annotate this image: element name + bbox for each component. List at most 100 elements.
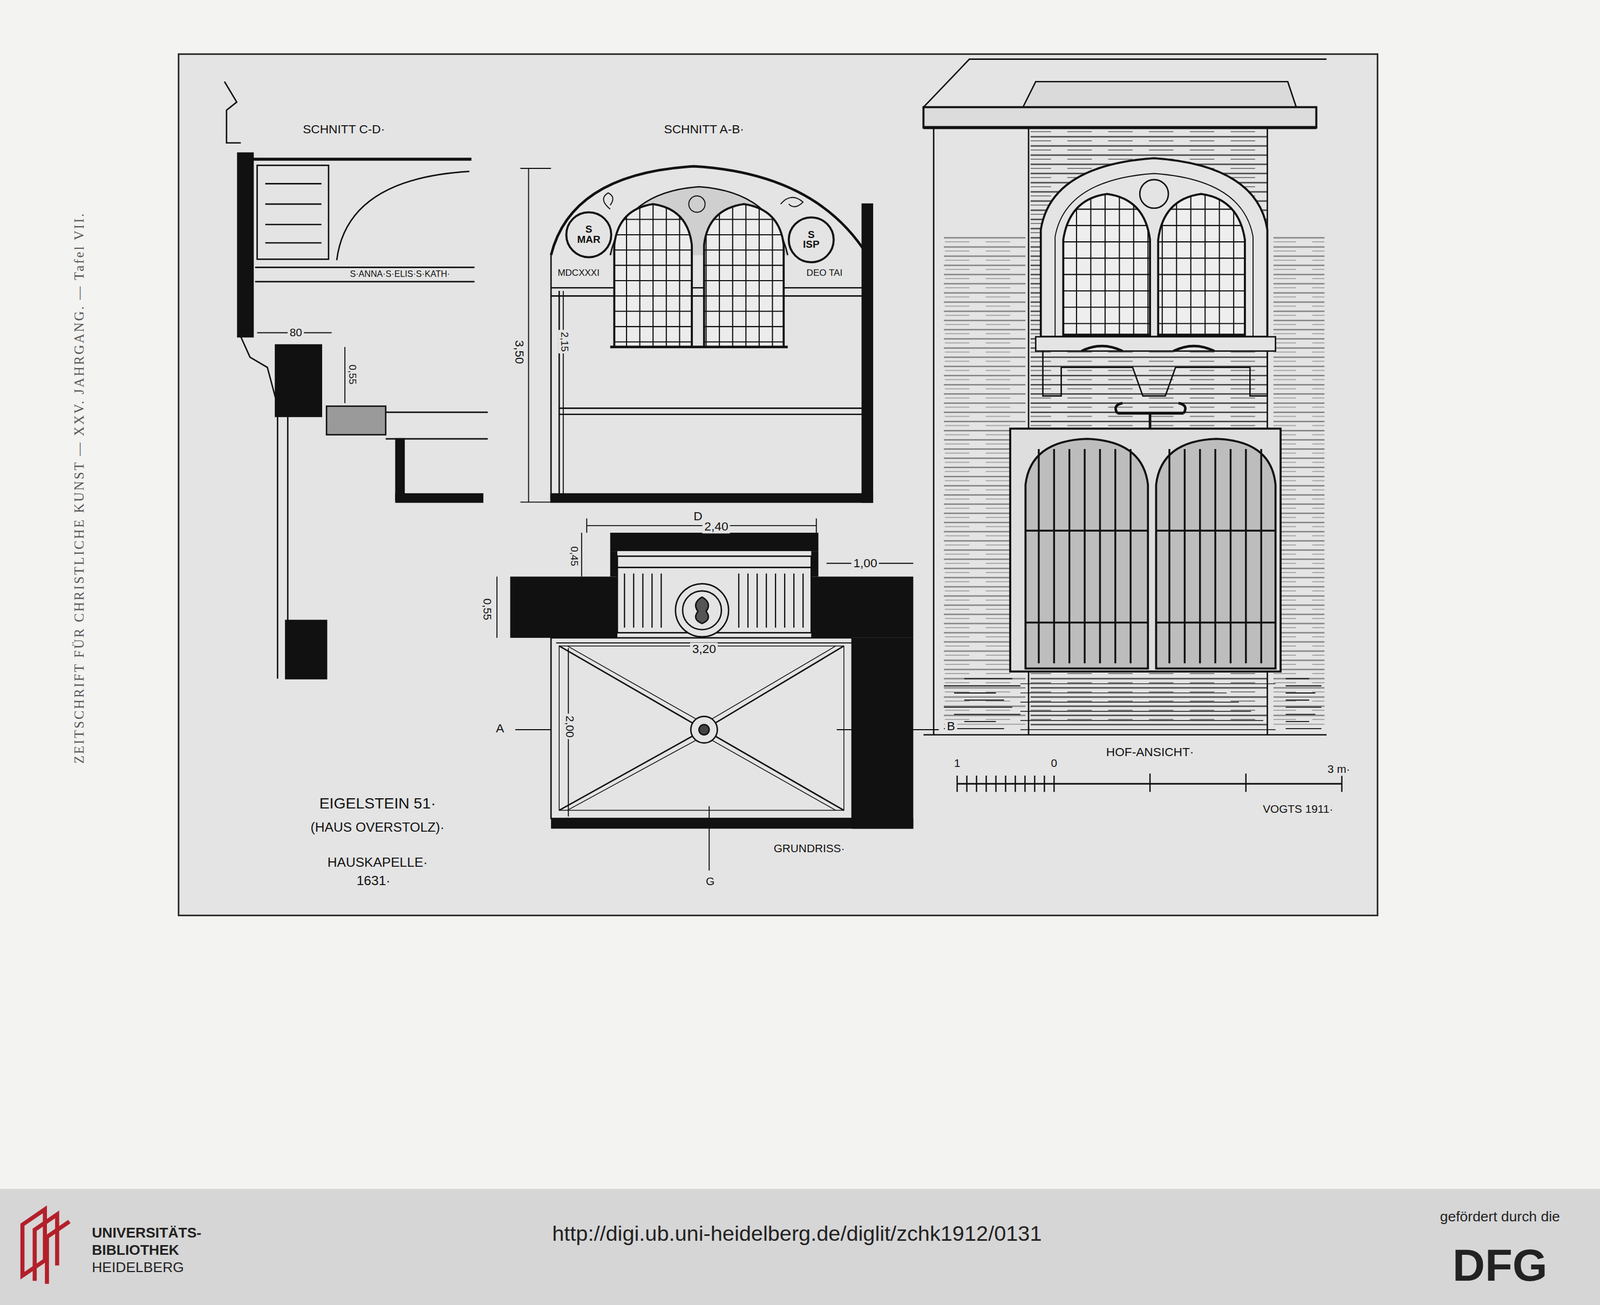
url: http://digi.ub.uni-heidelberg.de/diglit/… <box>552 1222 1042 1245</box>
dimension: 0,45 <box>568 543 580 568</box>
footer-band <box>0 1188 1600 1305</box>
medallion-text: S MAR <box>576 224 601 245</box>
section-a-b <box>520 166 873 502</box>
section-a-b-part-part <box>678 199 680 347</box>
section-a-b-part-part <box>665 199 667 347</box>
court-elevation-part-part <box>1061 241 1248 243</box>
section-a-b-part <box>688 195 705 213</box>
court-elevation-part <box>1081 345 1215 351</box>
section-a-b-part <box>612 199 786 347</box>
court-elevation-part-part <box>964 720 997 723</box>
medallion-text: S ISP <box>799 229 824 250</box>
court-elevation-part-part <box>1214 448 1216 664</box>
library-name: BIBLIOTHEK <box>91 1242 180 1258</box>
court-elevation-part-part <box>1024 775 1026 792</box>
footer-band-part-part <box>46 1221 70 1284</box>
section-mark: G <box>703 875 717 888</box>
court-elevation-part <box>957 773 1343 792</box>
section-c-d-part <box>265 223 322 226</box>
court-elevation-part <box>923 126 1317 130</box>
court-elevation-part-part <box>1090 188 1092 335</box>
ground-plan-part-part <box>852 637 914 829</box>
court-elevation-part-part <box>1285 727 1322 730</box>
court-elevation-part <box>1043 350 1268 396</box>
section-a-b-part <box>603 192 613 209</box>
section-a-b-part-part <box>612 219 786 221</box>
court-elevation-part-part <box>1340 773 1343 792</box>
court-elevation-part-part <box>1175 188 1177 335</box>
inscription: DEO TAI <box>804 268 845 279</box>
section-a-b-part <box>558 290 561 494</box>
court-elevation-part-part <box>1285 699 1310 701</box>
court-elevation-part-part <box>1099 448 1101 664</box>
court-elevation-part-part <box>965 775 968 792</box>
section-a-b-part <box>780 197 804 207</box>
dimension: 0,55 <box>346 362 358 387</box>
court-elevation-part <box>923 733 1327 736</box>
scale-number: 0 <box>1049 757 1060 770</box>
section-a-b-part-part <box>612 341 786 343</box>
court-elevation-part-part <box>1083 448 1086 664</box>
section-a-b-part <box>550 493 873 502</box>
court-elevation-part-part <box>1025 529 1148 532</box>
section-a-b-part-part <box>612 249 786 251</box>
section-a-b-part-part <box>612 264 786 267</box>
court-elevation-part-part <box>943 685 1021 687</box>
ground-plan-part <box>496 576 498 638</box>
dimension: 0,55 <box>480 596 493 623</box>
section-c-d-part <box>287 416 289 623</box>
scale-number: 1 <box>951 757 963 770</box>
court-elevation-part-part <box>1183 448 1186 664</box>
section-a-b-part-part <box>639 199 641 347</box>
court-elevation-part-part <box>1285 678 1310 680</box>
section-a-b-part-part <box>692 199 694 347</box>
ground-plan-part-part <box>642 573 644 628</box>
court-elevation-part-part <box>1037 448 1040 664</box>
ground-plan-part-part <box>774 573 776 628</box>
ground-plan-part-part <box>651 573 653 628</box>
funding-note: gefördert durch die <box>1440 1208 1561 1224</box>
court-elevation-part-part <box>1076 188 1078 335</box>
section-c-d-part <box>255 266 475 269</box>
scale-number: 3 m· <box>1325 763 1352 776</box>
section-c-d-part <box>265 203 322 206</box>
court-elevation-part-part <box>1061 290 1248 292</box>
section-a-b-part <box>788 217 834 263</box>
dimension: 2,00 <box>563 713 576 740</box>
ground-plan-part <box>509 532 914 829</box>
section-c-d-part <box>257 165 329 260</box>
section-c-d-part <box>240 336 276 398</box>
dimension: 3,20 <box>690 642 719 656</box>
court-elevation-part-part <box>1020 701 1239 703</box>
section-mark: B <box>944 719 958 733</box>
court-elevation-part <box>943 678 1322 730</box>
section-a-b-part-part <box>732 199 734 347</box>
court-elevation-part-part <box>1061 306 1248 308</box>
court-elevation-part-part <box>1285 685 1322 687</box>
section-a-b-part <box>520 167 551 169</box>
court-elevation-part-part <box>1114 448 1116 664</box>
section-a-b-part-part <box>652 199 654 347</box>
court-elevation-part-part <box>1043 775 1045 792</box>
section-a-b-part <box>559 413 863 415</box>
ground-plan-part <box>682 590 722 630</box>
ground-plan-part-part <box>802 573 804 628</box>
inscription: MDCXXXI <box>555 268 602 279</box>
section-a-b-part <box>566 212 611 257</box>
court-elevation-part-part <box>1014 775 1016 792</box>
dimension: 80 <box>287 327 305 339</box>
court-elevation-part-part <box>1161 188 1163 335</box>
ground-plan-part <box>581 532 583 577</box>
section-a-b-part-part <box>705 199 707 347</box>
ground-plan-part <box>586 518 588 533</box>
ground-plan-part <box>836 729 939 731</box>
section-a-b-part <box>528 168 530 502</box>
ground-plan-part <box>675 583 729 637</box>
court-elevation-part-part <box>1061 274 1248 276</box>
court-elevation-part-part <box>1285 720 1310 723</box>
court-elevation-part-part <box>1219 188 1221 335</box>
section-c-d <box>224 81 488 679</box>
section-c-d-part <box>253 157 472 161</box>
ground-plan-part-part <box>632 573 635 628</box>
footer-band-part <box>22 1209 70 1284</box>
